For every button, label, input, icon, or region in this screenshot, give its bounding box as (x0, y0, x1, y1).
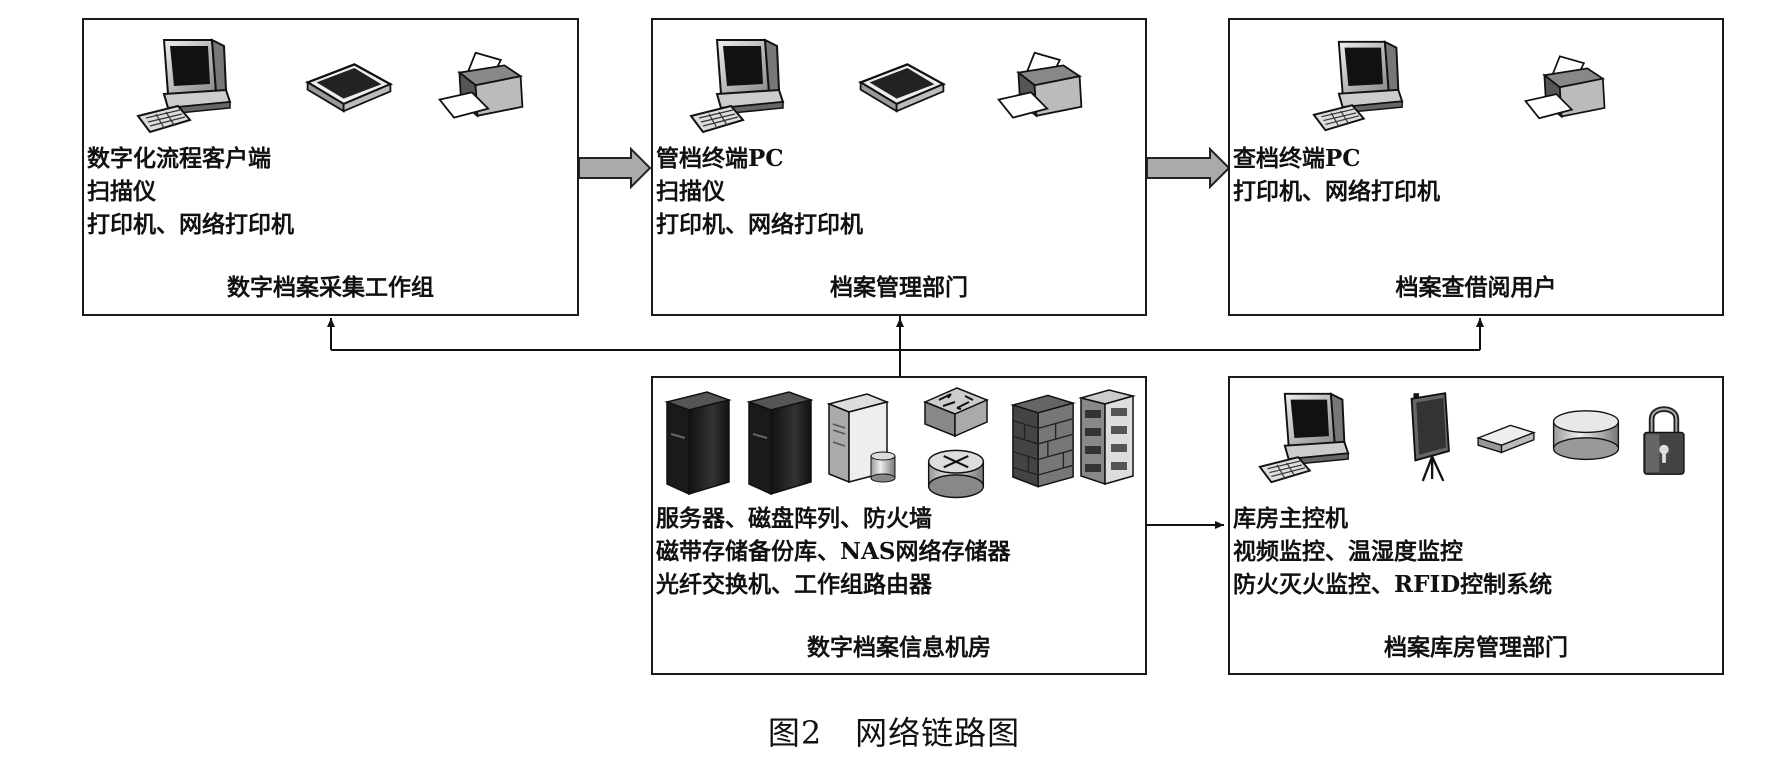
router-icon (923, 444, 989, 502)
flow-arrow-1 (578, 146, 652, 190)
scanner-icon (857, 58, 947, 114)
line-scanner: 扫描仪 (87, 178, 156, 205)
computer-icon (1310, 38, 1406, 134)
box-management-caption: 档案管理部门 (830, 274, 968, 301)
video-monitor-icon (1406, 390, 1462, 486)
computer-icon (687, 36, 787, 136)
line-servers: 服务器、磁盘阵列、防火墙 (656, 505, 932, 532)
lock-icon (1640, 402, 1688, 478)
box-server-room-lines: 服务器、磁盘阵列、防火墙 磁带存储备份库、NAS网络存储器 光纤交换机、工作组路… (656, 502, 1010, 601)
box-warehouse-management: 库房主控机 视频监控、温湿度监控 防火灭火监控、RFID控制系统 档案库房管理部… (1228, 376, 1724, 675)
switch-icon (921, 384, 991, 444)
line-printer: 打印机、网络打印机 (87, 211, 294, 238)
disk-array-icon (1077, 388, 1137, 488)
storage-server-icon (825, 390, 905, 490)
line-storage: 磁带存储备份库、NAS网络存储器 (656, 538, 1011, 565)
line-fire-rfid: 防火灭火监控、RFID控制系统 (1233, 571, 1553, 598)
computer-icon (1256, 390, 1352, 486)
line-network: 光纤交换机、工作组路由器 (656, 571, 932, 598)
line-scanner: 扫描仪 (656, 178, 725, 205)
printer-icon (436, 50, 526, 124)
box-warehouse-lines: 库房主控机 视频监控、温湿度监控 防火灭火监控、RFID控制系统 (1233, 502, 1552, 601)
box-management-lines: 管档终端PC 扫描仪 打印机、网络打印机 (656, 142, 863, 241)
line-terminal: 查档终端PC (1233, 145, 1361, 172)
line-monitoring: 视频监控、温湿度监控 (1233, 538, 1463, 565)
box-archive-management: 管档终端PC 扫描仪 打印机、网络打印机 档案管理部门 (651, 18, 1147, 316)
box-archive-users: 查档终端PC 打印机、网络打印机 档案查借阅用户 (1228, 18, 1724, 316)
server-tower-icon (663, 388, 733, 498)
storage-disk-icon (1550, 408, 1622, 464)
box-server-room: 服务器、磁盘阵列、防火墙 磁带存储备份库、NAS网络存储器 光纤交换机、工作组路… (651, 376, 1147, 675)
figure-caption: 图2 网络链路图 (767, 714, 1021, 752)
sensor-device-icon (1474, 420, 1538, 456)
line-host: 库房主控机 (1233, 505, 1348, 532)
box-collection-caption: 数字档案采集工作组 (227, 274, 434, 301)
firewall-icon (1009, 392, 1077, 492)
printer-icon (1522, 54, 1608, 124)
box-users-lines: 查档终端PC 打印机、网络打印机 (1233, 142, 1440, 208)
box-server-room-caption: 数字档案信息机房 (807, 634, 991, 661)
line-printer: 打印机、网络打印机 (1233, 178, 1440, 205)
line-terminal: 管档终端PC (656, 145, 784, 172)
printer-icon (995, 50, 1085, 124)
box-warehouse-caption: 档案库房管理部门 (1384, 634, 1568, 661)
computer-icon (134, 36, 234, 136)
server-link-lines (327, 314, 1484, 529)
line-printer: 打印机、网络打印机 (656, 211, 863, 238)
box-collection-workgroup: 数字化流程客户端 扫描仪 打印机、网络打印机 数字档案采集工作组 (82, 18, 579, 316)
flow-arrow-2 (1146, 146, 1231, 190)
box-collection-lines: 数字化流程客户端 扫描仪 打印机、网络打印机 (87, 142, 294, 241)
server-tower-icon (745, 388, 815, 498)
line-client: 数字化流程客户端 (87, 145, 271, 172)
box-users-caption: 档案查借阅用户 (1395, 274, 1557, 301)
scanner-icon (304, 58, 394, 114)
